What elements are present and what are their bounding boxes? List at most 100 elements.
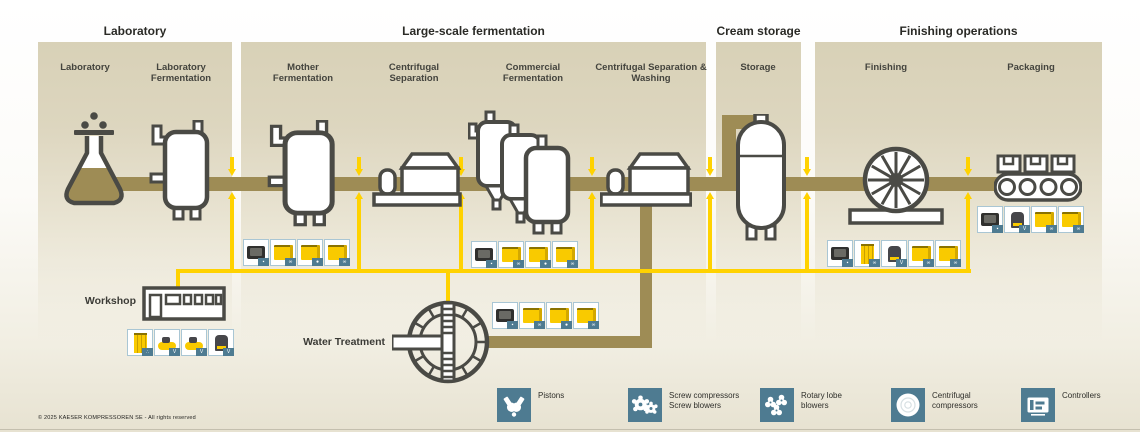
piston_tank-icon	[158, 336, 176, 350]
column-label-packaging: Packaging	[1007, 62, 1055, 73]
booster-icon	[214, 334, 228, 351]
blower-icon	[860, 243, 874, 264]
product-pipe-riser	[722, 115, 736, 191]
compressed-air-main-line	[176, 269, 971, 273]
badge-screw-icon: ∞	[869, 259, 880, 267]
badge-controller-icon: ▪	[507, 321, 518, 329]
compressor-icon	[1061, 212, 1081, 227]
equipment-tile-compressor[interactable]: ∞	[270, 239, 296, 266]
bottom-rule	[0, 429, 1140, 430]
compressor-icon	[522, 308, 542, 323]
equipment-tile-compressor[interactable]: ∞	[498, 241, 524, 268]
legend-item-screw: Screw compressors Screw blowers	[628, 388, 749, 422]
badge-centrifugal-icon: ●	[312, 258, 323, 266]
controller-icon	[831, 247, 849, 260]
section-title-finishing: Finishing operations	[899, 24, 1018, 38]
compressor-icon	[911, 246, 931, 261]
legend-item-rotary-lobe: Rotary lobe blowers	[760, 388, 853, 422]
equipment-tile-compressor[interactable]: ●	[546, 302, 572, 329]
compressor-icon	[549, 308, 569, 323]
equipment-tile-compressor[interactable]: ∞	[573, 302, 599, 329]
controller-icon	[247, 246, 265, 259]
equipment-tile-blower[interactable]: ∴	[127, 329, 153, 356]
controller-icon	[475, 248, 493, 261]
equipment-tile-booster[interactable]: V	[881, 240, 907, 267]
equipment-tile-compressor[interactable]: ∞	[908, 240, 934, 267]
badge-screw-icon: ∞	[285, 258, 296, 266]
compressed-air-water-treatment-drop	[446, 269, 450, 304]
badge-centrifugal-icon: ●	[540, 260, 551, 268]
badge-screw-icon: ∞	[339, 258, 350, 266]
equipment-tile-controller[interactable]: ▪	[492, 302, 518, 329]
badge-screw-icon: ∞	[923, 259, 934, 267]
equipment-tile-controller[interactable]: ▪	[977, 206, 1003, 233]
badge-screw-icon: ∞	[1046, 225, 1057, 233]
pistons-icon	[497, 388, 531, 422]
equipment-tile-compressor[interactable]: ●	[525, 241, 551, 268]
section-title-laboratory: Laboratory	[103, 24, 167, 38]
badge-controller-icon: ▪	[992, 225, 1003, 233]
column-label-laboratory: Laboratory	[60, 62, 110, 73]
strip-packaging: ▪V ∞∞	[977, 206, 1084, 233]
rotary-lobe-icon	[760, 388, 794, 422]
centrifugal-icon	[891, 388, 925, 422]
equipment-tile-compressor[interactable]: ∞	[324, 239, 350, 266]
centrifugal-separator-icon	[372, 148, 462, 213]
equipment-tile-blower[interactable]: ∞	[854, 240, 880, 267]
mother-fermenter-icon	[266, 119, 340, 235]
equipment-tile-controller[interactable]: ▪	[243, 239, 269, 266]
equipment-tile-compressor[interactable]: ∞	[935, 240, 961, 267]
badge-screw-icon: ∞	[950, 259, 961, 267]
equipment-tile-booster[interactable]: V	[1004, 206, 1030, 233]
badge-piston-icon: V	[169, 348, 180, 356]
equipment-tile-compressor[interactable]: ∞	[519, 302, 545, 329]
storage-vessel-icon	[734, 112, 788, 247]
laboratory-fermenter-icon	[148, 119, 214, 229]
section-title-cream-storage: Cream storage	[716, 24, 801, 38]
equipment-tile-piston_tank[interactable]: V	[154, 329, 180, 356]
flask-icon	[58, 110, 130, 223]
compressor-icon	[300, 245, 320, 260]
finishing-wheel-icon	[848, 144, 944, 233]
controller-icon	[496, 309, 514, 322]
column-label-centrifugal-separation: Centrifugal Separation	[388, 62, 440, 85]
equipment-tile-compressor[interactable]: ∞	[552, 241, 578, 268]
badge-piston-icon: V	[196, 348, 207, 356]
column-label-commercial-fermentation: Commercial Fermentation	[502, 62, 564, 85]
copyright-text: © 2025 KAESER KOMPRESSOREN SE - All righ…	[38, 415, 196, 421]
compressor-icon	[528, 247, 548, 262]
badge-screw-icon: ∞	[513, 260, 524, 268]
equipment-tile-compressor[interactable]: ∞	[1031, 206, 1057, 233]
badge-rotary-icon: ∴	[142, 348, 153, 356]
equipment-tile-compressor[interactable]: ●	[297, 239, 323, 266]
workshop-icon	[142, 284, 226, 327]
strip-commercial-fermentation: ▪∞●∞	[471, 241, 578, 268]
blower-icon	[133, 332, 147, 353]
section-title-large-scale: Large-scale fermentation	[402, 24, 545, 38]
compressor-icon	[938, 246, 958, 261]
compressor-icon	[576, 308, 596, 323]
badge-screw-icon: ∞	[588, 321, 599, 329]
legend-item-pistons: Pistons	[497, 388, 598, 422]
column-label-centrifugal-separation-washing: Centrifugal Separation & Washing	[595, 62, 707, 85]
equipment-tile-compressor[interactable]: ∞	[1058, 206, 1084, 233]
strip-finishing: ▪ ∞ V ∞ ∞	[827, 240, 961, 267]
equipment-tile-controller[interactable]: ▪	[827, 240, 853, 267]
strip-water-treatment: ▪∞●∞	[492, 302, 599, 329]
column-label-laboratory-fermentation: Laboratory Fermentation	[150, 62, 212, 85]
legend-item-controllers: Controllers	[1021, 388, 1122, 422]
equipment-tile-booster[interactable]: V	[208, 329, 234, 356]
controller-icon	[981, 213, 999, 226]
equipment-tile-controller[interactable]: ▪	[471, 241, 497, 268]
badge-piston-icon: V	[896, 259, 907, 267]
column-label-finishing: Finishing	[864, 62, 908, 73]
screw-icon	[628, 388, 662, 422]
commercial-fermenters-icon	[467, 110, 584, 251]
separator-washing-icon	[599, 146, 693, 213]
compressor-icon	[501, 247, 521, 262]
booster-icon	[887, 245, 901, 262]
strip-mother-fermentation: ▪ ∞ ● ∞	[243, 239, 350, 266]
equipment-tile-piston_tank[interactable]: V	[181, 329, 207, 356]
